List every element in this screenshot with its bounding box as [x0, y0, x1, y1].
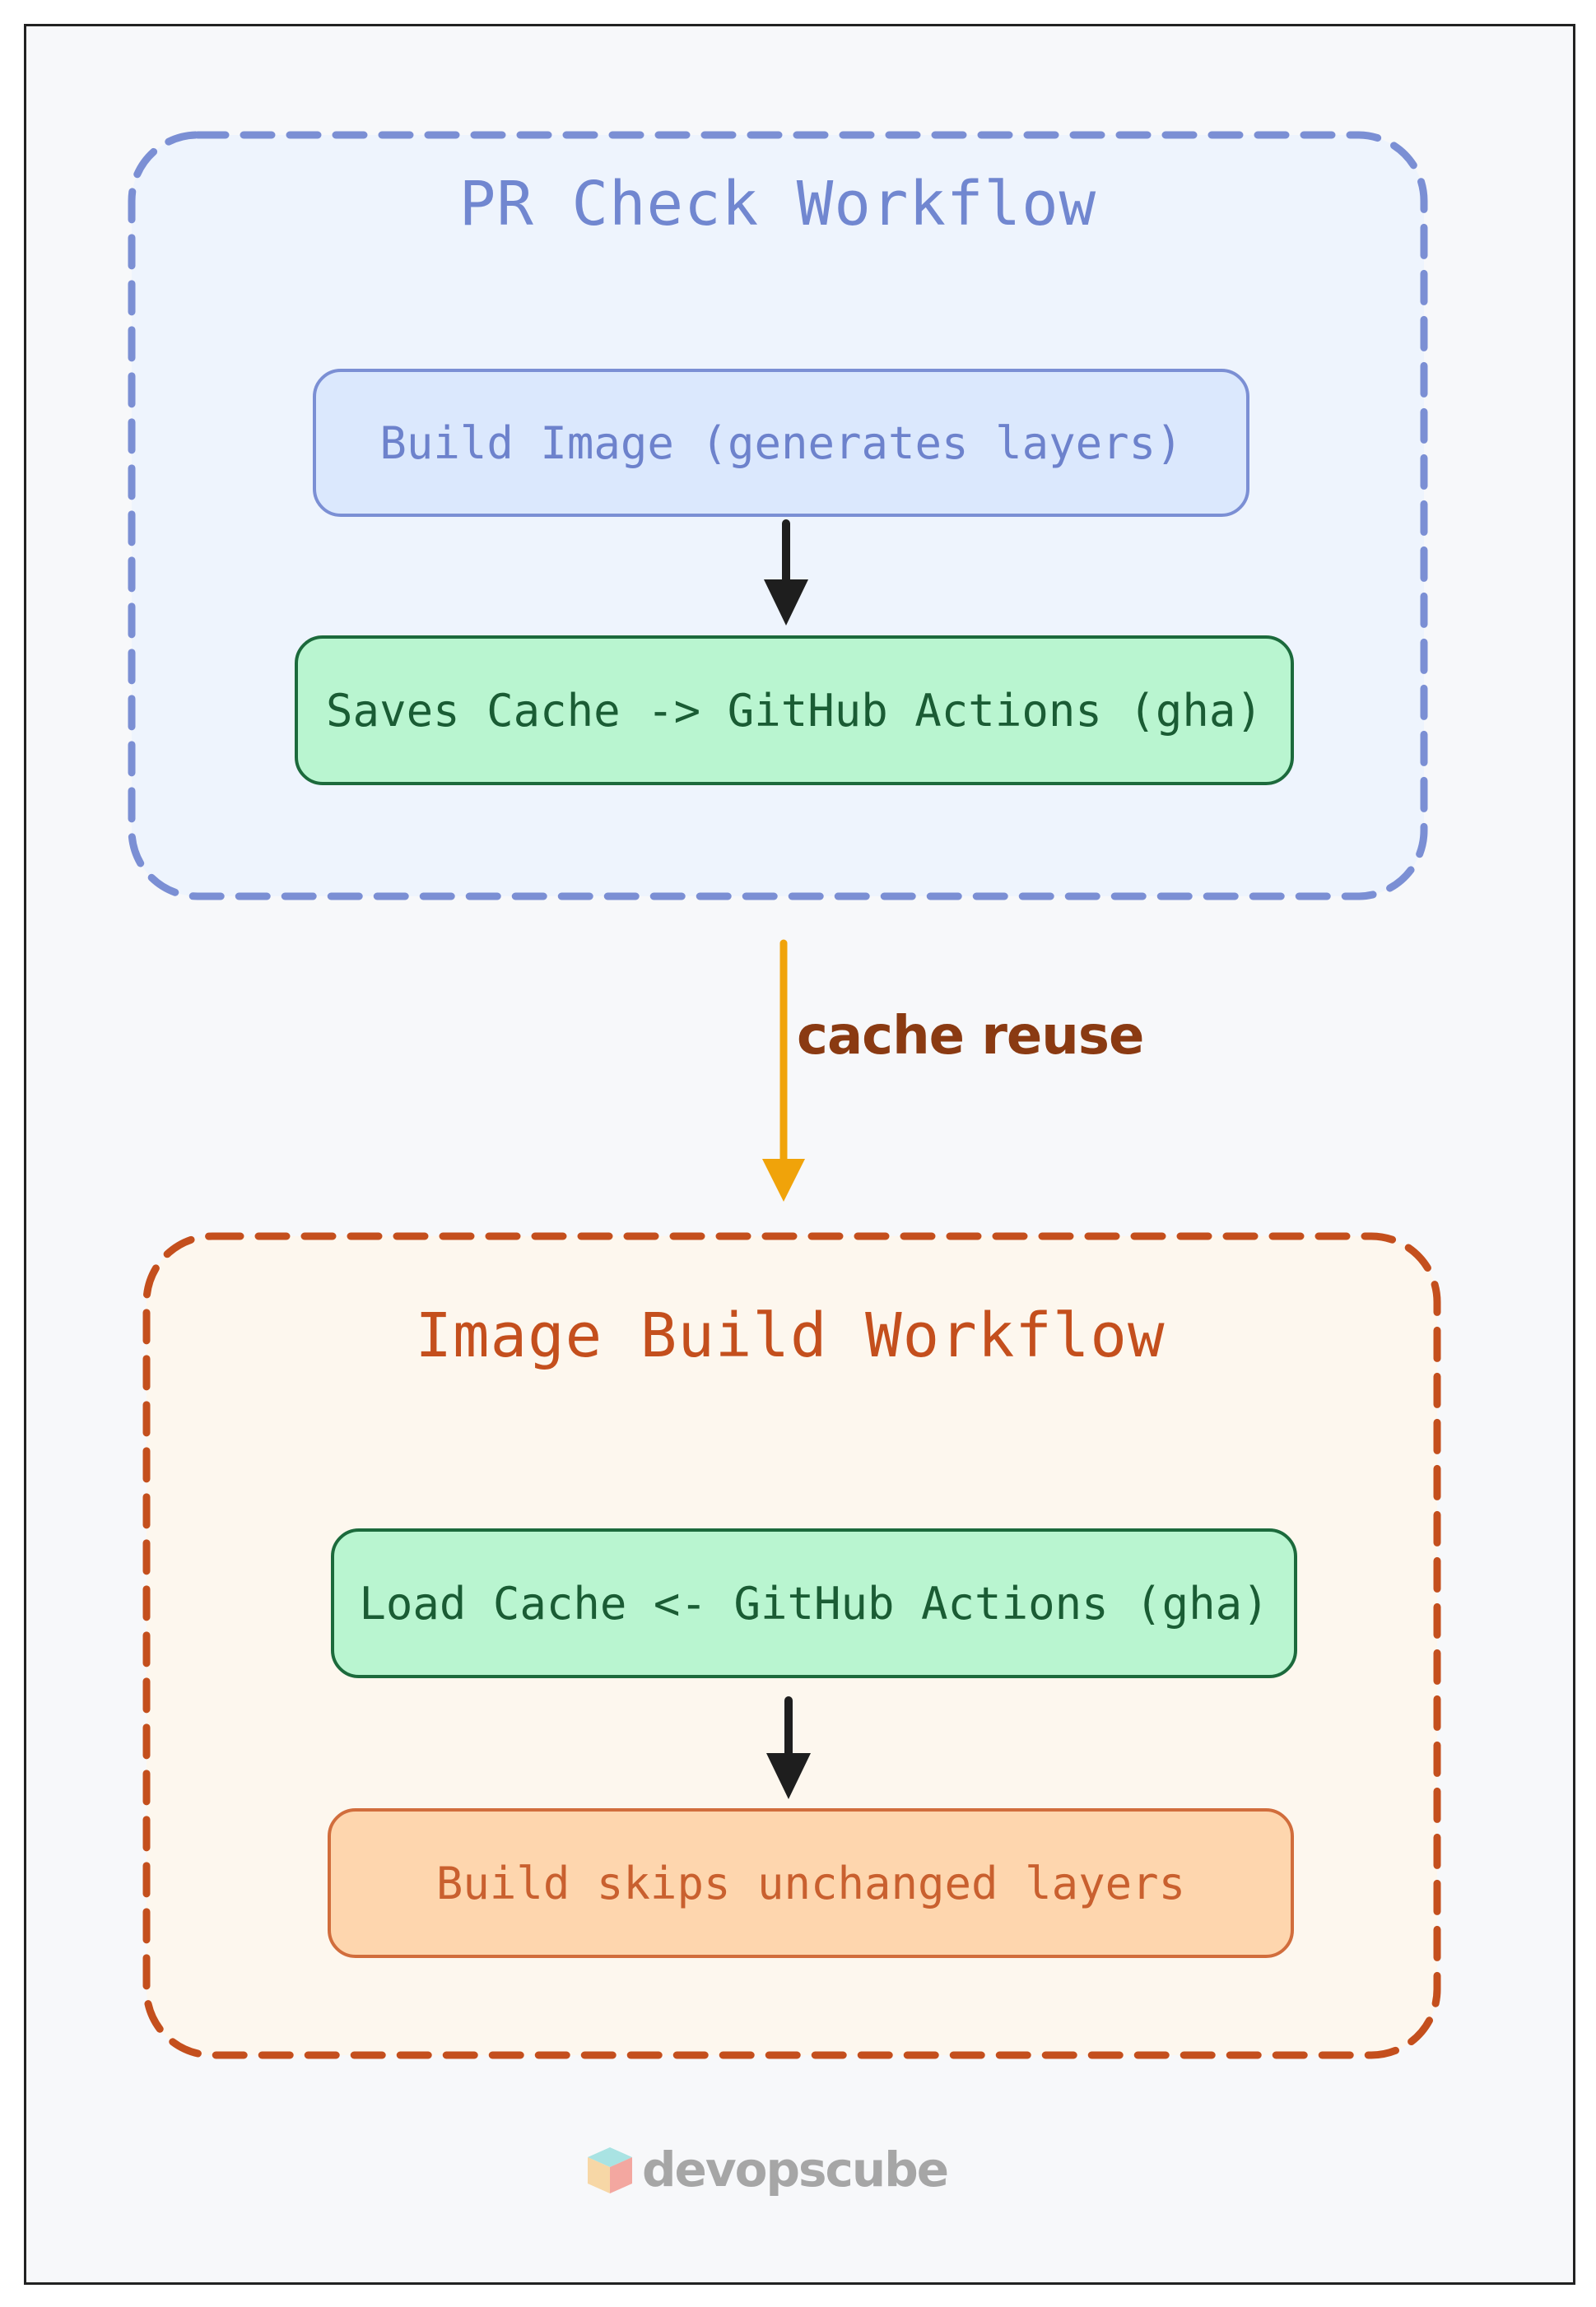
cube-icon [588, 2147, 632, 2193]
logo-text: devopscube [642, 2142, 949, 2198]
edge-build-to-save-cache [764, 519, 808, 626]
build-image-node: Build Image (generates layers) [313, 369, 1249, 517]
edge-cache-reuse [762, 939, 805, 1202]
load-cache-node: Load Cache <- GitHub Actions (gha) [331, 1528, 1297, 1678]
build-skips-node: Build skips unchanged layers [328, 1808, 1294, 1958]
saves-cache-node: Saves Cache -> GitHub Actions (gha) [295, 635, 1294, 785]
pr-check-group-title: PR Check Workflow [458, 169, 1097, 240]
image-build-group-title: Image Build Workflow [415, 1300, 1166, 1371]
edge-load-to-build-skips [766, 1696, 811, 1799]
devopscube-logo: devopscube [583, 2142, 949, 2198]
cache-reuse-label: cache reuse [797, 1006, 1144, 1067]
